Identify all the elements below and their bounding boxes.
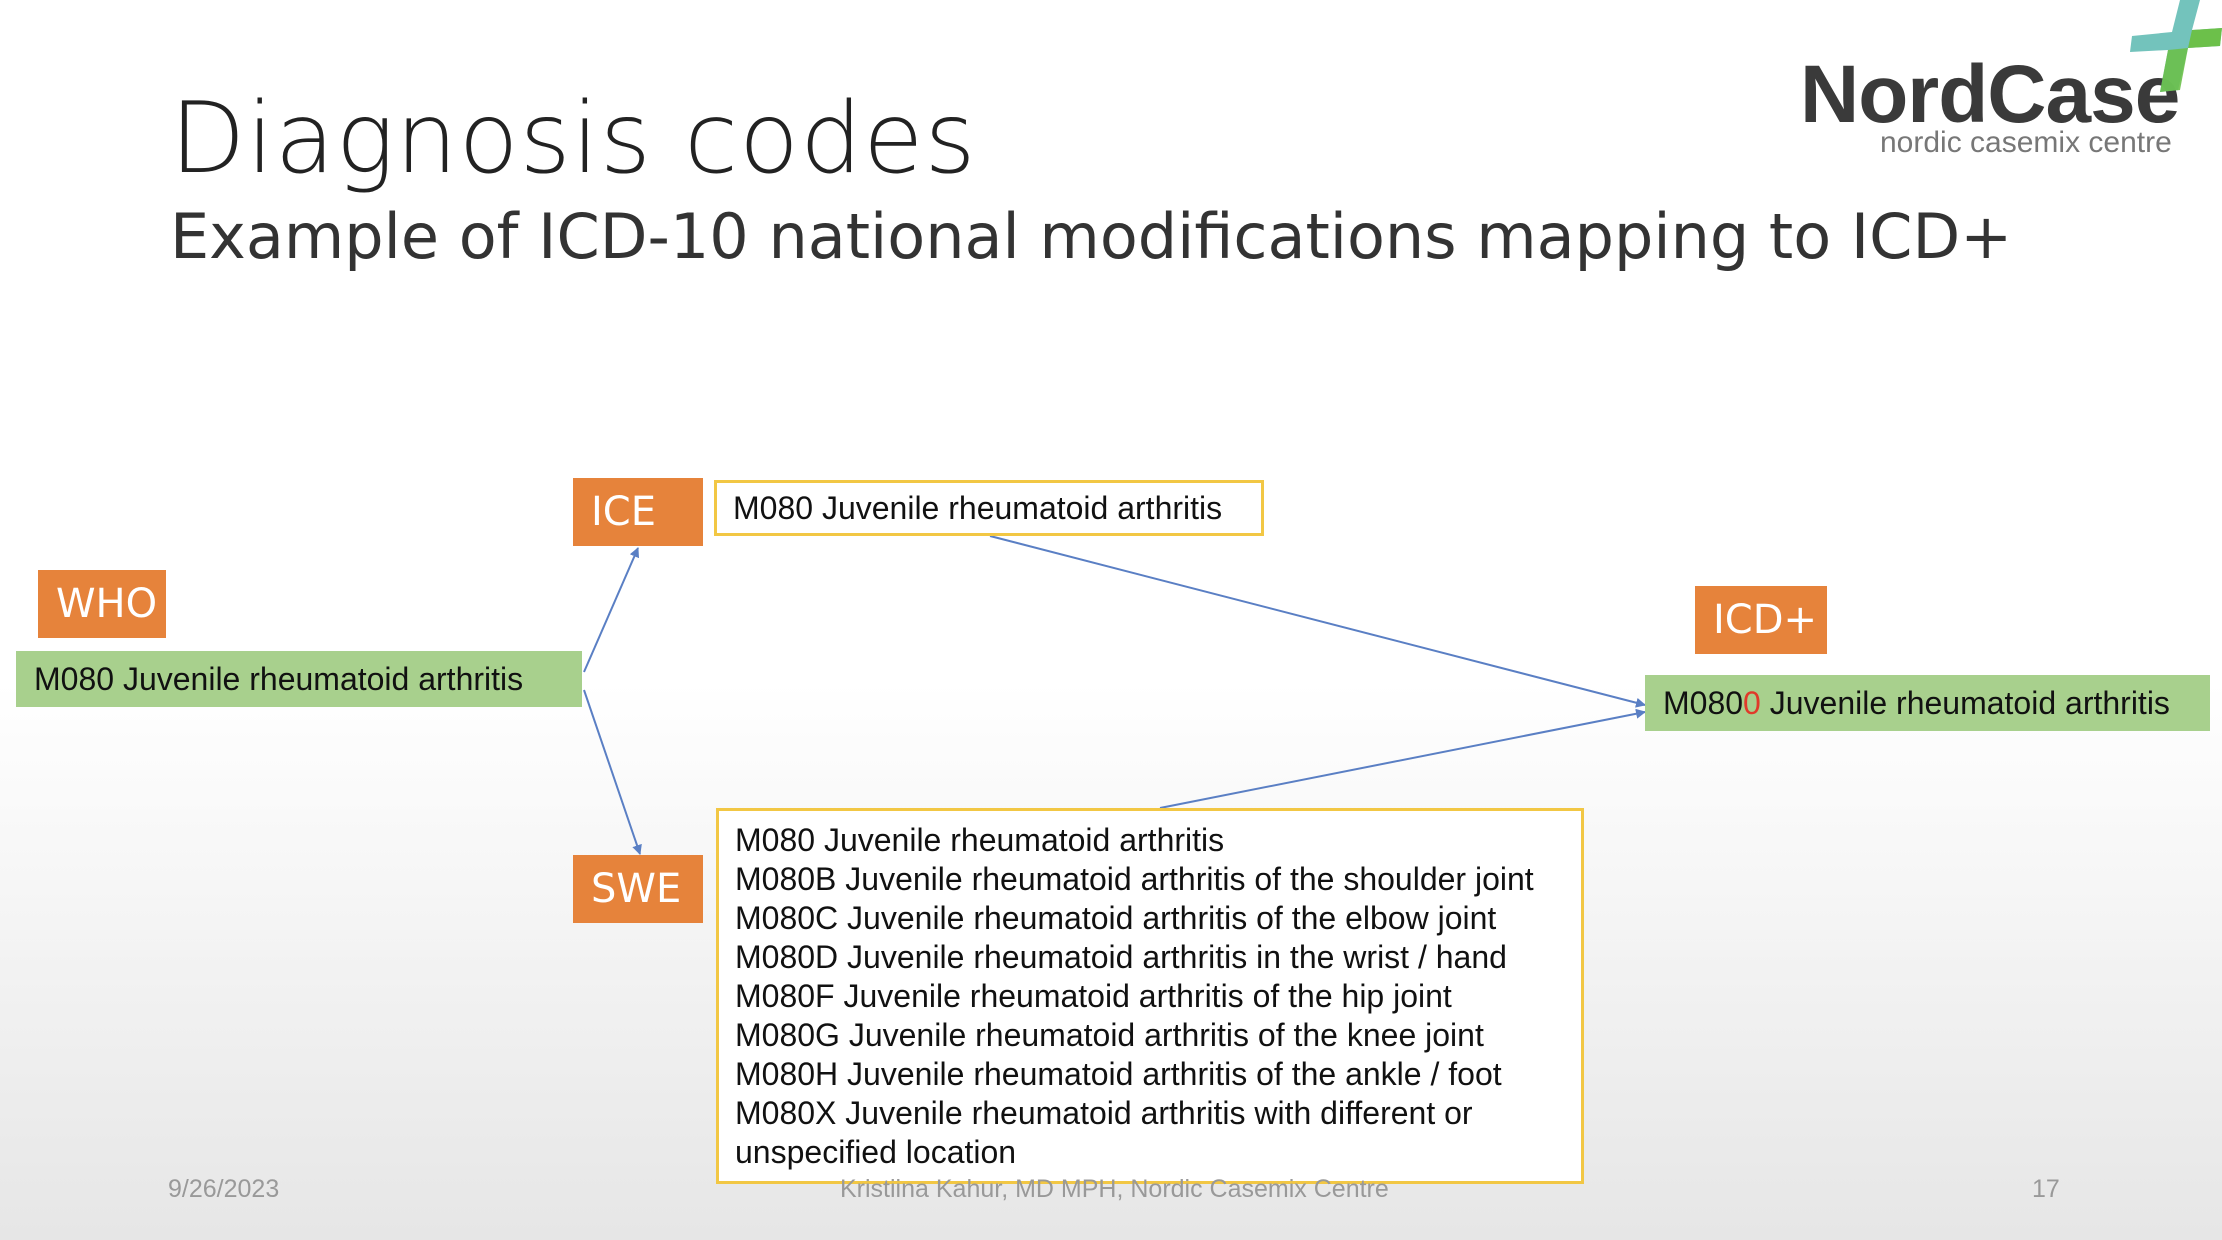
logo-cross-icon [2130, 0, 2222, 92]
footer-author: Kristiina Kahur, MD MPH, Nordic Casemix … [840, 1175, 1389, 1203]
slide-title: Diagnosis codes [170, 82, 977, 196]
swe-code-item: M080C Juvenile rheumatoid arthritis of t… [735, 900, 1497, 936]
swe-code-item: M080B Juvenile rheumatoid arthritis of t… [735, 861, 1534, 897]
arrow-swe-to-icdplus [1159, 708, 1646, 809]
logo-name: NordCase [1800, 49, 2180, 140]
swe-code-item: M080D Juvenile rheumatoid arthritis in t… [735, 939, 1507, 975]
swe-code-item: M080 Juvenile rheumatoid arthritis [735, 822, 1225, 858]
swe-code-item: M080H Juvenile rheumatoid arthritis of t… [735, 1056, 1502, 1092]
swe-code-item: M080X Juvenile rheumatoid arthritis with… [735, 1095, 1473, 1131]
logo-tagline: nordic casemix centre [1880, 126, 2172, 159]
swe-code-item: M080F Juvenile rheumatoid arthritis of t… [735, 978, 1452, 1014]
swe-code-list: M080 Juvenile rheumatoid arthritis M080B… [716, 808, 1584, 1184]
icdplus-tag: ICD+ [1695, 586, 1827, 654]
arrow-who-to-ice [583, 547, 639, 673]
footer-date: 9/26/2023 [168, 1175, 280, 1203]
arrow-who-to-swe [583, 689, 642, 855]
footer-page-number: 17 [2032, 1175, 2060, 1203]
icdplus-code-rest: Juvenile rheumatoid arthritis [1760, 684, 2170, 721]
arrow-ice-to-icdplus [989, 535, 1646, 708]
swe-tag: SWE [573, 855, 703, 923]
icdplus-code-highlight: 0 [1743, 684, 1761, 721]
swe-code-item: unspecified location [735, 1134, 1017, 1170]
who-tag: WHO [38, 570, 166, 638]
slide-subtitle: Example of ICD-10 national modifications… [170, 200, 2013, 273]
ice-tag: ICE [573, 478, 703, 546]
who-code-box: M080 Juvenile rheumatoid arthritis [16, 651, 582, 707]
icdplus-code-prefix: M080 [1663, 684, 1744, 721]
ice-code-box: M080 Juvenile rheumatoid arthritis [714, 480, 1264, 536]
swe-code-item: M080G Juvenile rheumatoid arthritis of t… [735, 1017, 1484, 1053]
